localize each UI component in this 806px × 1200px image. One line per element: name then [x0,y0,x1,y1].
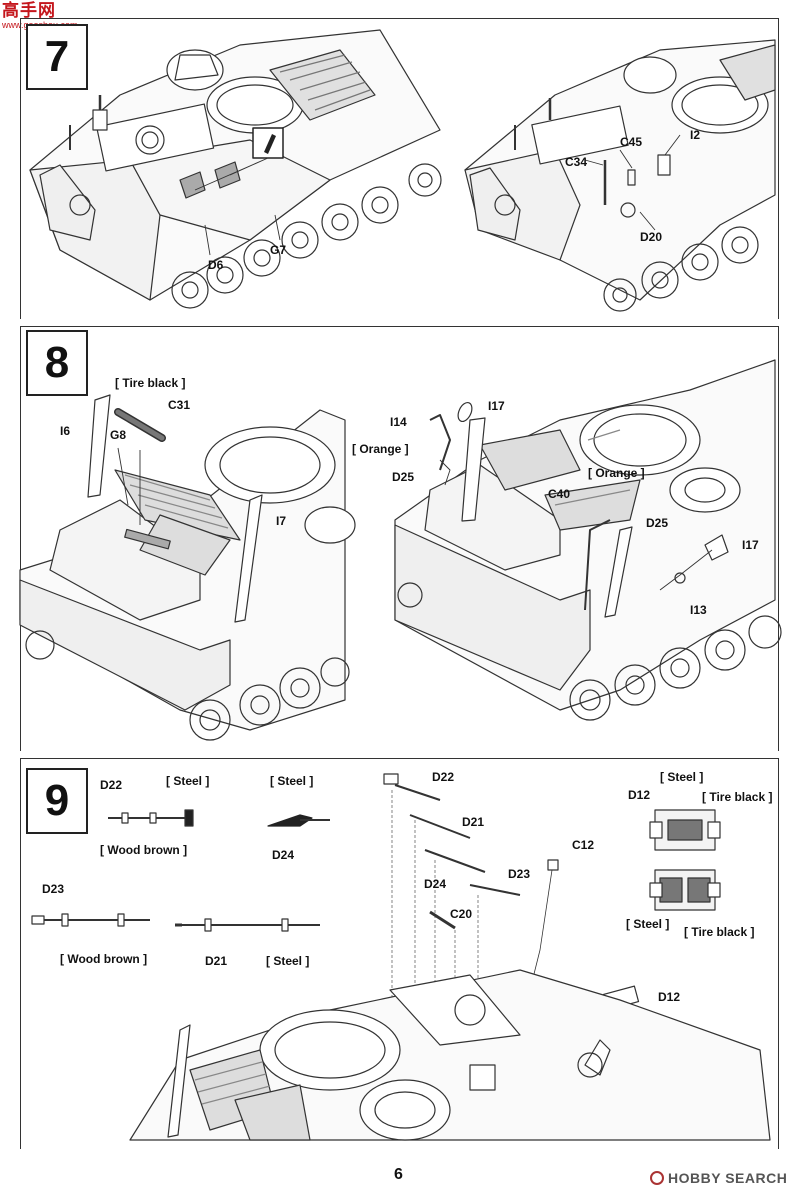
paint-label-orange-1: [ Orange ] [352,442,409,456]
part-label-g8: G8 [110,428,127,442]
part-label-c20: C20 [450,907,473,921]
part-label-d6: D6 [208,258,224,272]
paint-label-tire-black-1: [ Tire black ] [702,790,773,804]
part-label-d24: D24 [424,877,447,891]
part-label-g7: G7 [270,243,287,257]
step-7-panel [20,18,779,319]
part-label-c40: C40 [548,487,571,501]
part-label-d20: D20 [640,230,663,244]
hobby-search-logo-icon [650,1171,664,1185]
paint-label-orange-2: [ Orange ] [588,466,645,480]
part-label-d21-tool: D21 [205,954,228,968]
paint-label-tire-black-2: [ Tire black ] [684,925,755,939]
step-8-panel [20,326,779,751]
part-label-d25-right: D25 [646,516,669,530]
part-label-c12: C12 [572,838,595,852]
paint-label-steel-4: [ Steel ] [660,770,704,784]
step-9-number: 9 [26,768,88,834]
step-9-panel [20,758,779,1149]
part-label-i17-right: I17 [742,538,759,552]
bottom-watermark: HOBBY SEARCH [650,1170,787,1186]
step7-right-vehicle [464,39,776,312]
step8-right-vehicle [394,359,782,721]
step-7-number: 7 [26,24,88,90]
part-label-d24-tool: D24 [272,848,295,862]
paint-label-wood-brown-1: [ Wood brown ] [100,843,188,857]
watermark-brand: 高手网 [2,1,56,20]
part-label-c31: C31 [168,398,191,412]
part-label-i14: I14 [390,415,407,429]
part-label-c34: C34 [565,155,588,169]
part-label-i13: I13 [690,603,707,617]
part-label-d12-swatch: D12 [628,788,651,802]
watermark-brand-bottom: HOBBY SEARCH [668,1170,788,1186]
part-label-i17-top: I17 [488,399,505,413]
paint-label-steel-1: [ Steel ] [166,774,210,788]
paint-label-steel-3: [ Steel ] [266,954,310,968]
paint-label-steel-2: [ Steel ] [270,774,314,788]
part-label-d25-left: D25 [392,470,415,484]
part-label-i7: I7 [276,514,287,528]
part-label-i2: I2 [690,128,701,142]
step9-drawings [31,773,771,1141]
paint-label-tire-black: [ Tire black ] [115,376,186,390]
part-label-i6: I6 [60,424,71,438]
step8-left-vehicle [19,394,356,741]
page-number: 6 [394,1166,403,1183]
part-label-d23: D23 [508,867,531,881]
part-label-d21: D21 [462,815,485,829]
part-label-d12: D12 [658,990,681,1004]
paint-label-steel-5: [ Steel ] [626,917,670,931]
part-label-d22-tool: D22 [100,778,123,792]
paint-label-wood-brown-2: [ Wood brown ] [60,952,148,966]
step7-left-vehicle [29,29,442,309]
part-label-d22: D22 [432,770,455,784]
part-label-c45: C45 [620,135,643,149]
part-label-d23-tool: D23 [42,882,65,896]
step-8-number: 8 [26,330,88,396]
